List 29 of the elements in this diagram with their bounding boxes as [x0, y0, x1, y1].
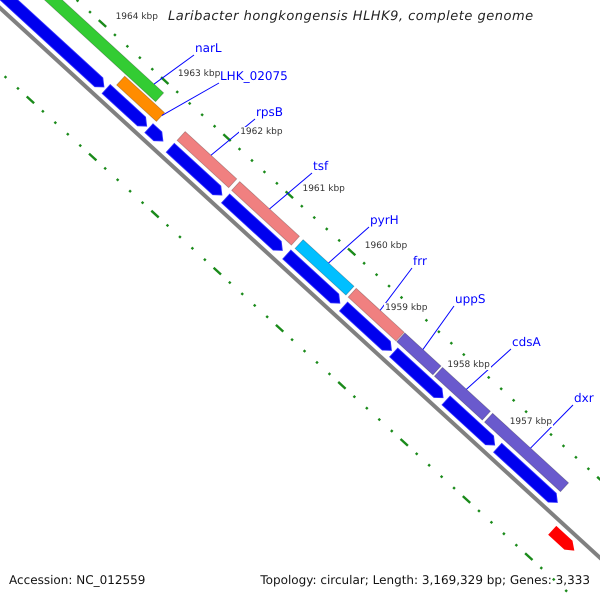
gene-label: narL — [195, 42, 222, 56]
leader-line — [422, 306, 454, 350]
position-label: 1958 kbp — [446, 360, 491, 370]
gene-label: uppS — [455, 293, 486, 307]
leader-line — [328, 226, 370, 264]
gene-label: rpsB — [256, 106, 284, 120]
accession-label: Accession: NC_012559 — [9, 574, 146, 588]
diagram-title: Laribacter hongkongensis HLHK9, complete genome — [168, 10, 534, 25]
position-label: 1963 kbp — [176, 69, 222, 80]
position-label: 1960 kbp — [364, 240, 408, 252]
gene-label: frr — [413, 255, 427, 269]
position-label: 1957 kbp — [508, 416, 554, 428]
position-label: 1961 kbp — [301, 184, 346, 194]
leader-line — [530, 404, 574, 449]
gene-label: cdsA — [512, 336, 541, 350]
gene-label: LHK_02075 — [220, 70, 288, 84]
leader-line — [161, 82, 220, 116]
genome-stats-label: Topology: circular; Length: 3,169,329 bp; Genes: 3,333 — [260, 574, 590, 588]
gene-label: pyrH — [370, 214, 399, 228]
position-label: 1959 kbp — [384, 302, 428, 314]
gene-label: dxr — [574, 392, 594, 406]
leader-line — [210, 118, 256, 156]
position-label: 1962 kbp — [239, 126, 284, 137]
leader-line — [154, 54, 194, 85]
gene-label: tsf — [313, 160, 328, 174]
position-label: 1964 kbp — [114, 12, 159, 23]
leader-line — [380, 268, 412, 311]
leader-line — [466, 348, 512, 390]
leader-line — [269, 172, 312, 210]
